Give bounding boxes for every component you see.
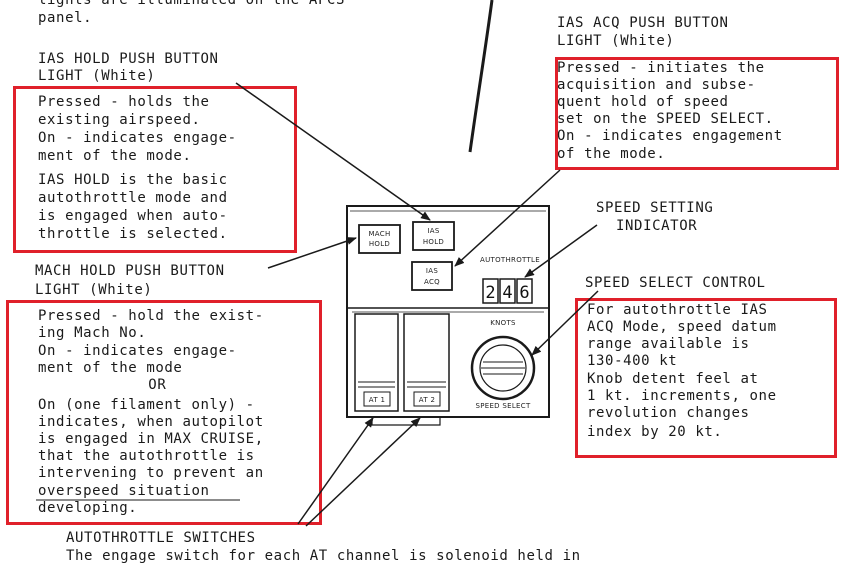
top-text-line-1: lights are illuminated on the AFCS — [38, 0, 345, 8]
mach-hold-button-label-2: HOLD — [369, 240, 390, 248]
ias-hold-title-1: IAS HOLD PUSH BUTTON — [38, 51, 219, 67]
ias-hold-line: Pressed - holds the — [38, 94, 210, 110]
mach-hold-button-label-1: MACH — [368, 230, 390, 238]
speed-select-line: range available is — [587, 336, 750, 352]
mach-hold-line: indicates, when autopilot — [38, 414, 264, 430]
ias-hold-line: existing airspeed. — [38, 112, 201, 128]
mach-hold-line: ment of the mode — [38, 360, 183, 376]
ias-hold-line: is engaged when auto- — [38, 208, 228, 224]
ias-acq-line: On - indicates engagement — [557, 128, 783, 144]
ias-acq-title-2: LIGHT (White) — [557, 33, 675, 49]
at2-switch: AT 2 — [403, 313, 450, 412]
panel-outline — [346, 205, 550, 418]
ias-acq-line: set on the SPEED SELECT. — [557, 111, 774, 127]
ias-hold-line: ment of the mode. — [38, 148, 192, 164]
autothrottle-switches-title: AUTOTHROTTLE SWITCHES — [66, 530, 256, 546]
speed-select-line: Knob detent feel at — [587, 371, 759, 387]
mach-hold-title-2: LIGHT (White) — [35, 282, 153, 298]
ias-acq-leader — [454, 169, 561, 267]
speed-select-line: For autothrottle IAS — [587, 302, 768, 318]
ias-hold-line: autothrottle mode and — [38, 190, 228, 206]
ias-acq-line: of the mode. — [557, 146, 666, 162]
speed-digit-3: 6 — [519, 283, 529, 303]
ias-acq-line: acquisition and subse- — [557, 77, 756, 93]
ias-hold-line: IAS HOLD is the basic — [38, 172, 228, 188]
at2-label: AT 2 — [419, 396, 435, 404]
speed-select-line: ACQ Mode, speed datum — [587, 319, 777, 335]
ias-acq-title-1: IAS ACQ PUSH BUTTON — [557, 15, 729, 31]
mach-hold-line: Pressed - hold the exist- — [38, 308, 264, 324]
ias-acq-button — [411, 261, 453, 291]
ias-hold-button — [412, 221, 455, 251]
mach-hold-button — [358, 224, 401, 254]
ias-hold-title-2: LIGHT (White) — [38, 68, 156, 84]
ias-acq-line: quent hold of speed — [557, 94, 729, 110]
mach-hold-callout-box — [6, 300, 322, 525]
speed-select-line: revolution changes — [587, 405, 750, 421]
ias-acq-button-label-2: ACQ — [424, 278, 440, 286]
ias-hold-line: throttle is selected. — [38, 226, 228, 242]
speed-setting-title-2: INDICATOR — [616, 218, 698, 234]
ias-hold-callout-box — [13, 86, 297, 253]
ias-acq-callout-box — [555, 57, 839, 170]
mach-hold-line: On - indicates engage- — [38, 343, 237, 359]
mach-hold-line: On (one filament only) - — [38, 397, 255, 413]
bottom-text: The engage switch for each AT channel is… — [66, 548, 581, 564]
speed-select-line: index by 20 kt. — [587, 424, 723, 440]
speed-select-callout-box — [575, 298, 837, 458]
speed-select-title: SPEED SELECT CONTROL — [585, 275, 766, 291]
ias-acq-button-label-1: IAS — [426, 267, 438, 275]
mach-hold-line: intervening to prevent an — [38, 465, 264, 481]
at1-switch: AT 1 — [354, 313, 399, 412]
at1-label: AT 1 — [369, 396, 385, 404]
ias-hold-leader — [235, 82, 431, 221]
autothrottle-label: AUTOTHROTTLE — [480, 256, 540, 264]
speed-digit-1: 2 — [485, 283, 495, 303]
top-leader-line — [468, 0, 494, 153]
mach-hold-line: that the autothrottle is — [38, 448, 255, 464]
speed-digit-2: 4 — [502, 283, 512, 303]
mach-hold-line: ing Mach No. — [38, 325, 147, 341]
knots-label: KNOTS — [490, 319, 516, 327]
speed-setting-indicator: 2 4 6 — [482, 278, 533, 304]
ias-hold-button-label-2: HOLD — [423, 238, 444, 246]
ias-hold-line: On - indicates engage- — [38, 130, 237, 146]
speed-setting-leader — [524, 224, 598, 278]
speed-select-label: SPEED SELECT — [475, 402, 531, 410]
speed-setting-title-1: SPEED SETTING — [596, 200, 714, 216]
at2-leader — [305, 417, 421, 527]
speed-select-knob — [470, 335, 536, 401]
top-text-line-2: panel. — [38, 10, 93, 26]
ias-acq-line: Pressed - initiates the — [557, 60, 765, 76]
mach-hold-title-1: MACH HOLD PUSH BUTTON — [35, 263, 225, 279]
mach-hold-line: is engaged in MAX CRUISE, — [38, 431, 264, 447]
mach-hold-line: developing. — [38, 500, 138, 516]
at1-leader — [297, 417, 374, 525]
mach-hold-line: overspeed situation — [38, 483, 210, 499]
speed-select-line: 1 kt. increments, one — [587, 388, 777, 404]
speed-select-leader — [531, 290, 599, 356]
ias-hold-button-label-1: IAS — [427, 227, 439, 235]
mach-hold-line: OR — [58, 377, 167, 393]
speed-select-line: 130-400 kt — [587, 353, 678, 369]
mach-hold-leader — [267, 237, 357, 269]
